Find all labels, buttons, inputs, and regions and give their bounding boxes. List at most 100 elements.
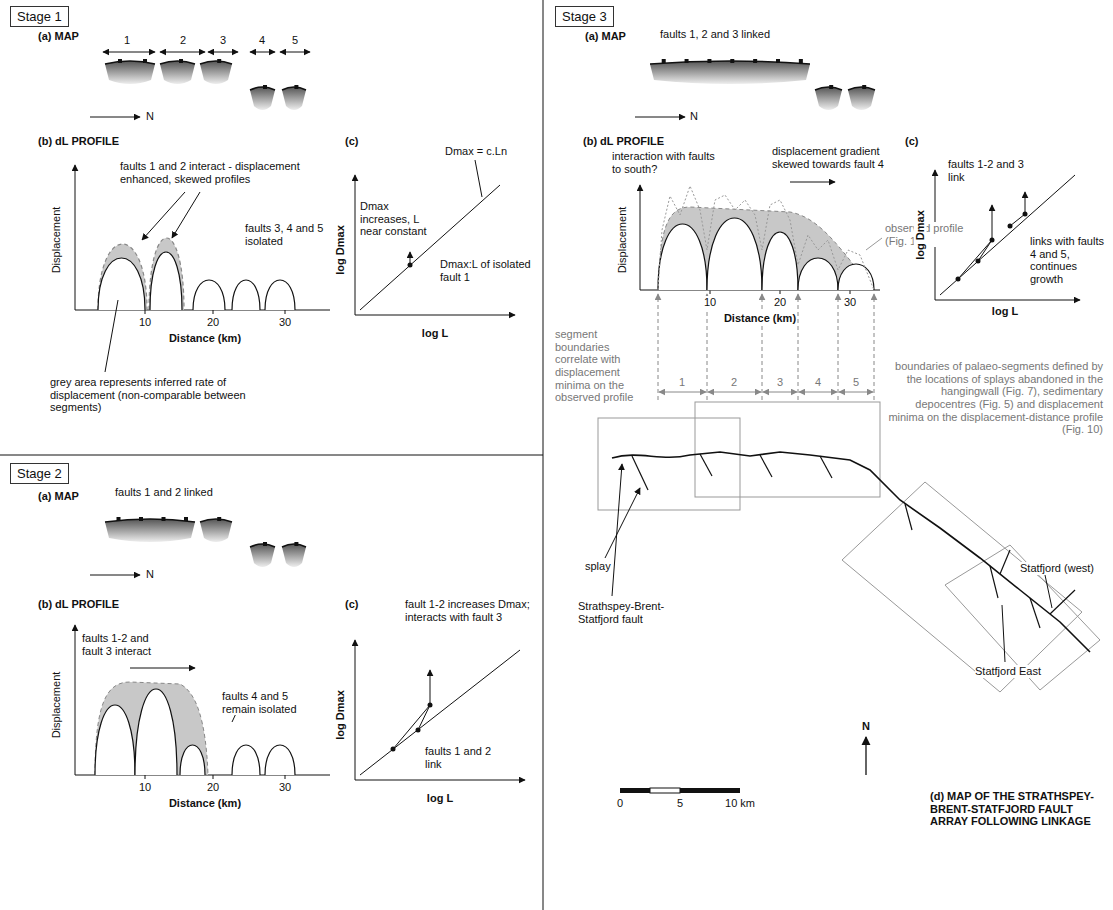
axis bbox=[75, 165, 76, 310]
north-arrow bbox=[90, 117, 140, 118]
fault-tick bbox=[829, 85, 833, 89]
tick bbox=[850, 290, 851, 294]
annotation: (b) dL PROFILE bbox=[38, 135, 119, 148]
fault-tick bbox=[179, 59, 183, 63]
leader bbox=[1002, 605, 1005, 662]
map-frame bbox=[695, 402, 880, 497]
fault-tick bbox=[753, 59, 757, 63]
displacement-profile bbox=[658, 224, 707, 290]
displacement-profile bbox=[707, 218, 762, 290]
splay-trace bbox=[1000, 550, 1010, 574]
north-arrow bbox=[90, 575, 140, 576]
splay-trace bbox=[905, 504, 912, 530]
tick bbox=[710, 290, 711, 294]
link-line bbox=[978, 240, 992, 261]
annotation: links with faults 4 and 5, continues gro… bbox=[1030, 235, 1105, 286]
observed-profile bbox=[658, 186, 874, 290]
splay-trace bbox=[1050, 590, 1075, 614]
splay-trace bbox=[760, 455, 772, 477]
leader bbox=[790, 182, 835, 183]
stage-box: Stage 1 bbox=[10, 6, 69, 27]
north-arrow bbox=[635, 117, 685, 118]
annotation: 20 bbox=[207, 781, 219, 794]
segment-arrow bbox=[160, 52, 205, 53]
fault-trace bbox=[250, 544, 275, 547]
segment-boundary bbox=[707, 294, 708, 400]
annotation: N bbox=[146, 568, 154, 581]
annotation: (b) dL PROFILE bbox=[38, 598, 119, 611]
link-line bbox=[1010, 214, 1025, 226]
annotation: Displacement bbox=[616, 207, 629, 274]
segment-boundary bbox=[762, 294, 763, 400]
annotation: Statfjord (west) bbox=[1020, 562, 1094, 575]
fault-block bbox=[250, 544, 275, 567]
displacement-profile bbox=[265, 745, 295, 775]
splay-trace bbox=[700, 454, 712, 476]
leader bbox=[130, 668, 195, 669]
segment-arrow bbox=[103, 52, 155, 53]
scale-bar bbox=[620, 788, 650, 793]
stage-box: Stage 2 bbox=[10, 463, 69, 484]
fault-tick bbox=[862, 85, 866, 89]
segment-arrow bbox=[839, 392, 873, 393]
displacement-profile bbox=[798, 258, 838, 290]
tick bbox=[213, 310, 214, 314]
growth-arrow bbox=[410, 252, 411, 265]
annotation: Distance (km) bbox=[169, 797, 241, 810]
fault-block bbox=[650, 61, 810, 84]
segment-arrow bbox=[208, 52, 238, 53]
annotation: (b) dL PROFILE bbox=[583, 135, 664, 148]
fault-tick bbox=[217, 517, 221, 521]
fault-tick bbox=[294, 542, 298, 546]
stage-box: Stage 3 bbox=[555, 6, 614, 27]
fault-block bbox=[282, 544, 306, 567]
segment-arrow bbox=[659, 392, 706, 393]
map-frame bbox=[945, 545, 1100, 690]
annotation: 20 bbox=[207, 316, 219, 329]
tick bbox=[285, 775, 286, 779]
fault-tick bbox=[730, 59, 734, 63]
annotation: 3 bbox=[777, 376, 783, 389]
displacement-profile bbox=[232, 745, 260, 775]
fault-tick bbox=[162, 517, 166, 521]
fault-trace bbox=[200, 61, 232, 64]
annotation: (c) bbox=[905, 135, 918, 148]
annotation: 5 bbox=[677, 797, 683, 810]
annotation: faults 1-2 and fault 3 interact bbox=[82, 632, 172, 657]
annotation: boundaries of palaeo-segments defined by… bbox=[888, 360, 1103, 436]
fault-tick bbox=[143, 59, 147, 63]
fault-tick bbox=[263, 85, 267, 89]
annotation: 10 bbox=[704, 296, 716, 309]
fault-trace bbox=[282, 544, 306, 547]
segment-boundary bbox=[874, 294, 875, 400]
fault-tick bbox=[294, 85, 298, 89]
annotation: log L bbox=[422, 327, 448, 340]
growth-arrow bbox=[430, 670, 431, 705]
splay-trace bbox=[990, 566, 998, 598]
tick bbox=[285, 310, 286, 314]
displacement-profile bbox=[180, 745, 205, 775]
displacement-profile bbox=[150, 252, 182, 310]
stage-title: Stage 2 bbox=[17, 466, 62, 481]
stage-title: Stage 1 bbox=[17, 9, 62, 24]
annotation: Dmax = c.Ln bbox=[445, 145, 507, 158]
link-line bbox=[418, 705, 430, 730]
segment-arrow bbox=[799, 392, 837, 393]
annotation: 1 bbox=[679, 376, 685, 389]
fault-block bbox=[105, 519, 195, 542]
divider bbox=[0, 455, 543, 456]
leader bbox=[142, 192, 185, 240]
displacement-profile bbox=[98, 258, 145, 310]
fault-trace bbox=[848, 87, 875, 90]
fault-block bbox=[815, 87, 842, 110]
annotation: (c) bbox=[345, 135, 358, 148]
annotation: Dmax increases, L near constant bbox=[360, 200, 430, 238]
fault-block bbox=[200, 61, 232, 84]
fault-tick bbox=[662, 59, 666, 63]
splay-trace bbox=[632, 456, 648, 490]
leader bbox=[612, 464, 622, 596]
segment-boundary bbox=[838, 294, 839, 400]
rate-area bbox=[98, 244, 147, 310]
fault-tick bbox=[117, 517, 121, 521]
displacement-profile bbox=[135, 689, 177, 775]
